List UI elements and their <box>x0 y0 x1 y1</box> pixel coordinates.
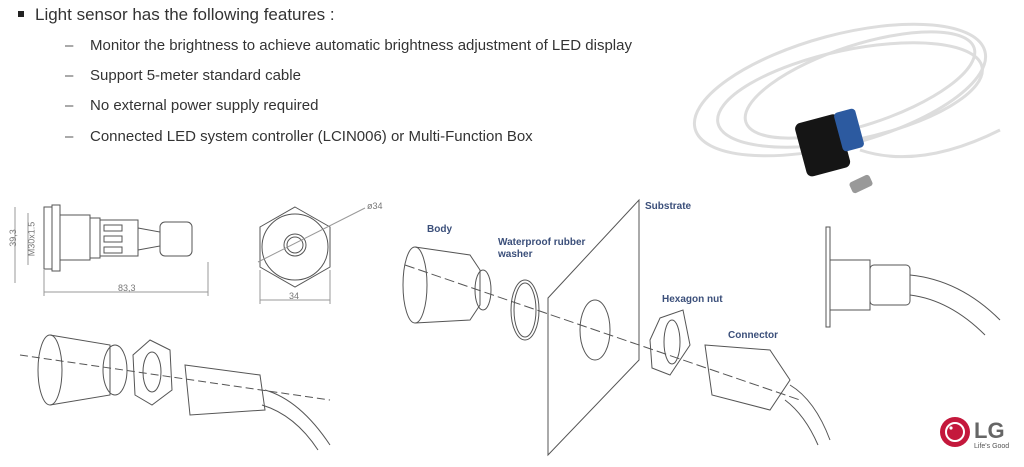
sensor-photo-body <box>795 108 873 194</box>
label-washer-line1: Waterproof rubber <box>498 237 586 248</box>
dimension-length: 83,3 <box>118 283 136 293</box>
label-substrate: Substrate <box>645 201 692 212</box>
dimension-thread: M30x1.5 <box>26 221 37 257</box>
exploded-view-small <box>19 334 331 451</box>
dash-icon: – <box>65 128 74 145</box>
label-hexagon-nut: Hexagon nut <box>662 294 723 305</box>
logo-brand: LG <box>974 418 1005 443</box>
feature-item: No external power supply required <box>90 97 319 114</box>
dash-icon: – <box>65 67 74 84</box>
feature-item: Connected LED system controller (LCIN006… <box>90 128 533 145</box>
dimension-diameter: ø34 <box>367 201 383 211</box>
bullet-square-icon <box>18 11 24 17</box>
logo-tagline: Life's Good <box>974 443 1010 450</box>
exploded-view-main <box>402 198 831 457</box>
label-washer-line2: washer <box>498 249 533 260</box>
feature-item: Support 5-meter standard cable <box>90 67 301 84</box>
heading: Light sensor has the following features … <box>35 5 335 24</box>
label-body: Body <box>427 224 452 235</box>
dimension-height: 39,3 <box>7 229 18 247</box>
lg-logo-icon <box>940 417 970 447</box>
mounted-view <box>825 226 1001 336</box>
dash-icon: – <box>65 37 74 54</box>
feature-item: Monitor the brightness to achieve automa… <box>90 37 632 54</box>
dash-icon: – <box>65 97 74 114</box>
side-view-drawing <box>14 204 209 296</box>
label-connector: Connector <box>728 330 778 341</box>
front-view-drawing <box>257 206 366 304</box>
dimension-width: 34 <box>289 291 300 301</box>
